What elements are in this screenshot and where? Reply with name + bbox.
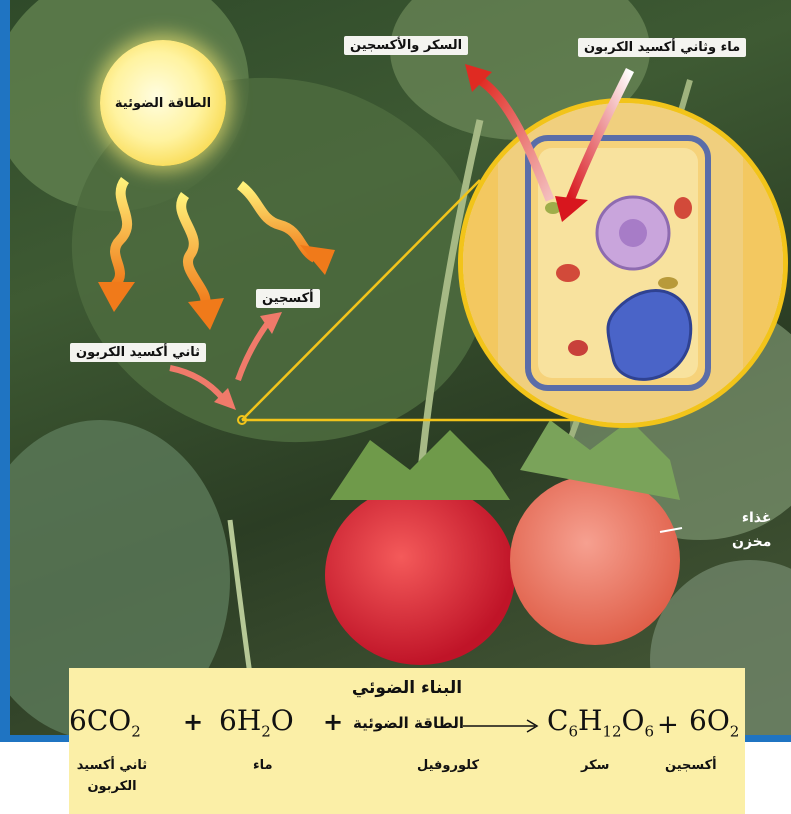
light-energy-term: الطاقة الضوئية (353, 714, 464, 732)
co2-sub: 2 (131, 723, 141, 741)
strawberry-plant-photo: الطاقة الضوئية (10, 0, 791, 742)
glucose-o-sub: 6 (644, 723, 654, 741)
plus-sign: + (183, 708, 203, 736)
plus-sign: + (323, 708, 343, 736)
glucose-c: C (547, 704, 568, 737)
equation-title: البناء الضوئي (69, 678, 745, 698)
sugar-oxygen-label: السكر والأكسجين (344, 36, 468, 55)
chlorophyll-caption: كلوروفيل (417, 758, 479, 773)
glucose-c-sub: 6 (568, 723, 578, 741)
h2o-o: O (271, 704, 294, 737)
h2o-text: 6H (219, 704, 261, 737)
plus-sign: + (657, 710, 679, 740)
h2o-sub: 2 (261, 723, 271, 741)
stored-food-label: غذاء مخزن (732, 506, 771, 554)
water-caption: ماء (253, 758, 273, 773)
reaction-arrow (461, 716, 541, 736)
glucose-h-sub: 12 (602, 723, 621, 741)
co2-caption-line2: الكربون (73, 779, 151, 794)
stored-food-line2: مخزن (732, 530, 771, 554)
o2-text: 6O (689, 704, 730, 737)
co2-caption: ثاني أكسيد الكربون (73, 758, 151, 794)
glucose-o: O (622, 704, 645, 737)
stored-food-line1: غذاء (732, 506, 771, 530)
glucose-h: H (578, 704, 602, 737)
h2o-formula: 6H2O (219, 704, 294, 741)
co2-caption-line1: ثاني أكسيد (73, 758, 151, 773)
sugar-caption: سكر (581, 758, 609, 773)
co2-formula: 6CO2 (69, 704, 141, 741)
equation-box: البناء الضوئي 6CO2 + 6H2O + الطاقة الضوئ… (69, 668, 745, 814)
cell-arrows (10, 0, 791, 742)
oxygen-label: أكسجين (256, 289, 320, 308)
o2-sub: 2 (730, 723, 740, 741)
oxygen-caption: أكسجين (665, 758, 717, 773)
o2-formula: 6O2 (689, 704, 739, 741)
glucose-formula: C6H12O6 (547, 704, 654, 741)
co2-label: ثاني أكسيد الكربون (70, 343, 206, 362)
frame-border-left (0, 0, 10, 742)
water-co2-label: ماء وثاني أكسيد الكربون (578, 38, 746, 57)
co2-text: 6CO (69, 704, 131, 737)
